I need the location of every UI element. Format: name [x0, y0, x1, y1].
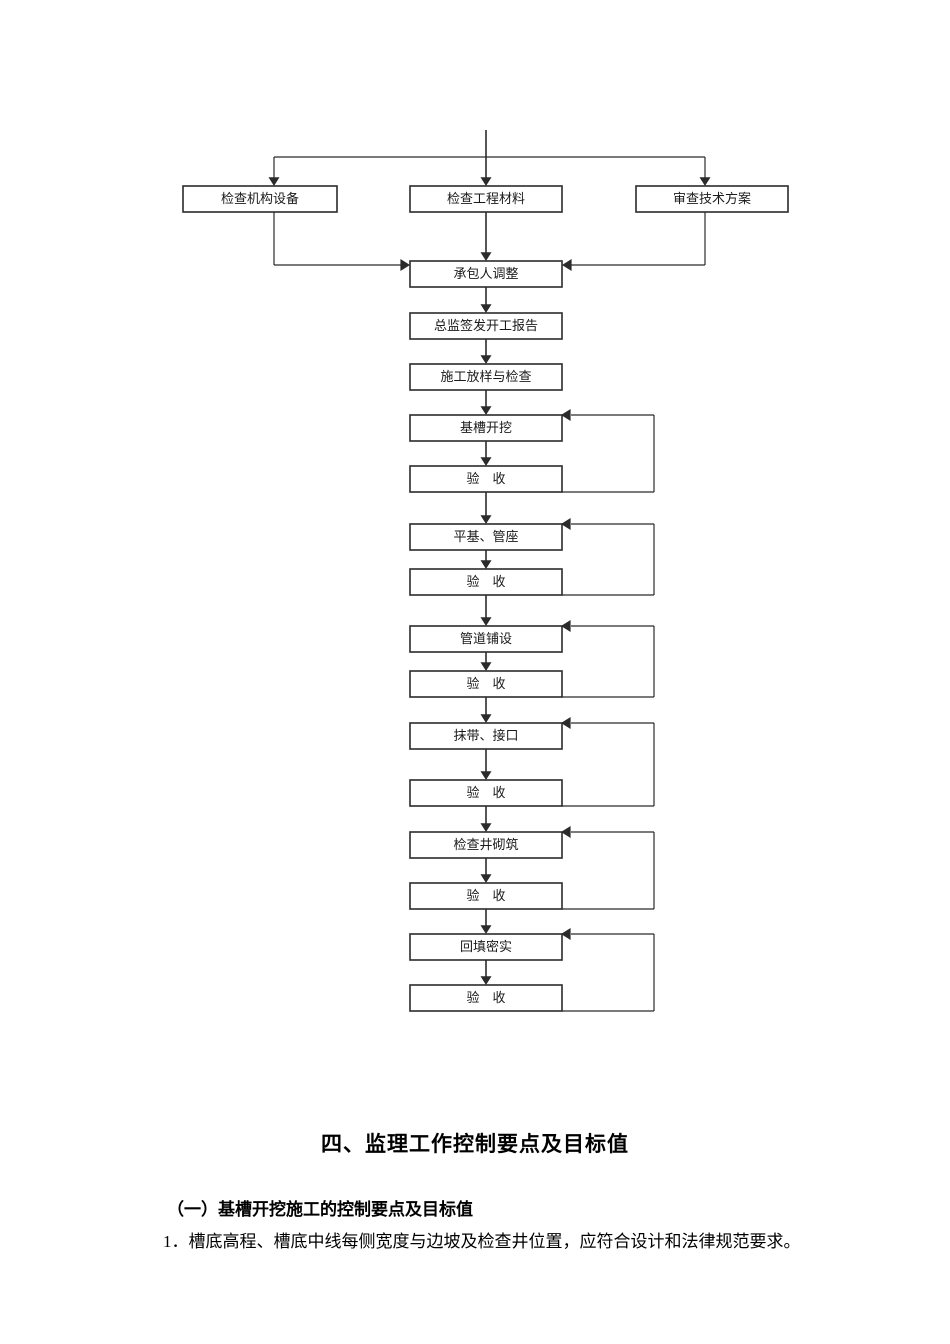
- flow-box-outline: [409, 722, 563, 750]
- flow-box-outline: [409, 882, 563, 910]
- flow-box-label: 审查技术方案: [673, 191, 751, 206]
- flow-box-trench-excavation: 基槽开挖: [409, 414, 563, 442]
- flow-box-outline: [409, 523, 563, 551]
- flow-box-label: 验 收: [466, 888, 505, 903]
- flow-box-label: 管道铺设: [460, 631, 512, 646]
- section-heading: 四、监理工作控制要点及目标值: [321, 1132, 629, 1156]
- flow-box-label: 总监签发开工报告: [434, 318, 538, 333]
- flow-box-outline: [635, 185, 789, 213]
- flow-box-label: 承包人调整: [453, 266, 518, 281]
- flow-box-acceptance-2: 验 收: [409, 568, 563, 596]
- sub-heading: （一）基槽开挖施工的控制要点及目标值: [167, 1200, 473, 1220]
- text-content: 四、监理工作控制要点及目标值 （一）基槽开挖施工的控制要点及目标值 1．槽底高程…: [0, 1060, 950, 1254]
- flow-box-acceptance-4: 验 收: [409, 779, 563, 807]
- flow-box-label: 检查井砌筑: [453, 837, 518, 852]
- flow-box-survey-and-check: 施工放样与检查: [409, 363, 563, 391]
- flow-box-label: 验 收: [466, 574, 505, 589]
- flow-box-outline: [409, 568, 563, 596]
- flow-box-acceptance-6: 验 收: [409, 984, 563, 1012]
- flow-box-backfill-compact: 回填密实: [409, 933, 563, 961]
- flow-box-outline: [409, 670, 563, 698]
- flow-box-contractor-adjust: 承包人调整: [409, 260, 563, 288]
- flow-box-outline: [409, 465, 563, 493]
- flow-box-outline: [409, 185, 563, 213]
- flow-box-outline: [182, 185, 338, 213]
- flow-box-outline: [409, 363, 563, 391]
- flow-box-label: 平基、管座: [453, 529, 518, 544]
- flow-box-outline: [409, 414, 563, 442]
- flow-box-label: 验 收: [466, 676, 505, 691]
- flow-box-label: 回填密实: [460, 939, 512, 954]
- flow-box-outline: [409, 312, 563, 340]
- flowchart-svg: 检查机构设备 检查工程材料 审查技术方案承包人调整总监签发开工报告施工放样与检查基槽…: [182, 130, 789, 1012]
- flow-box-issue-start-report: 总监签发开工报告: [409, 312, 563, 340]
- flow-box-check-equipment: 检查机构设备: [182, 185, 338, 213]
- flow-box-outline: [409, 779, 563, 807]
- flow-box-pipe-laying: 管道铺设: [409, 625, 563, 653]
- flow-box-outline: [409, 831, 563, 859]
- flow-box-label: 验 收: [466, 990, 505, 1005]
- flow-box-label: 检查工程材料: [447, 191, 525, 206]
- body-line: 1．槽底高程、槽底中线每侧宽度与边坡及检查井位置，应符合设计和法律规范要求。: [163, 1232, 801, 1252]
- flow-box-label: 基槽开挖: [460, 420, 512, 435]
- flow-box-manhole-masonry: 检查井砌筑: [409, 831, 563, 859]
- flow-box-label: 抹带、接口: [453, 728, 518, 743]
- flow-box-outline: [409, 933, 563, 961]
- flowchart-connectors: [268, 130, 711, 1012]
- flow-box-label: 验 收: [466, 785, 505, 800]
- flow-box-base-and-seat: 平基、管座: [409, 523, 563, 551]
- flow-box-label: 验 收: [466, 471, 505, 486]
- flow-box-acceptance-1: 验 收: [409, 465, 563, 493]
- flowchart: 检查机构设备 检查工程材料 审查技术方案承包人调整总监签发开工报告施工放样与检查基槽…: [182, 130, 789, 1012]
- flow-box-check-materials: 检查工程材料: [409, 185, 563, 213]
- flow-box-acceptance-3: 验 收: [409, 670, 563, 698]
- flow-box-acceptance-5: 验 收: [409, 882, 563, 910]
- flow-box-label: 施工放样与检查: [440, 369, 531, 384]
- flow-box-outline: [409, 625, 563, 653]
- flow-box-label: 检查机构设备: [221, 191, 299, 206]
- flow-box-outline: [409, 984, 563, 1012]
- flow-box-review-tech-plan: 审查技术方案: [635, 185, 789, 213]
- flow-box-outline: [409, 260, 563, 288]
- flowchart-boxes: 检查机构设备 检查工程材料 审查技术方案承包人调整总监签发开工报告施工放样与检查基槽…: [182, 185, 789, 1012]
- flow-box-band-and-joint: 抹带、接口: [409, 722, 563, 750]
